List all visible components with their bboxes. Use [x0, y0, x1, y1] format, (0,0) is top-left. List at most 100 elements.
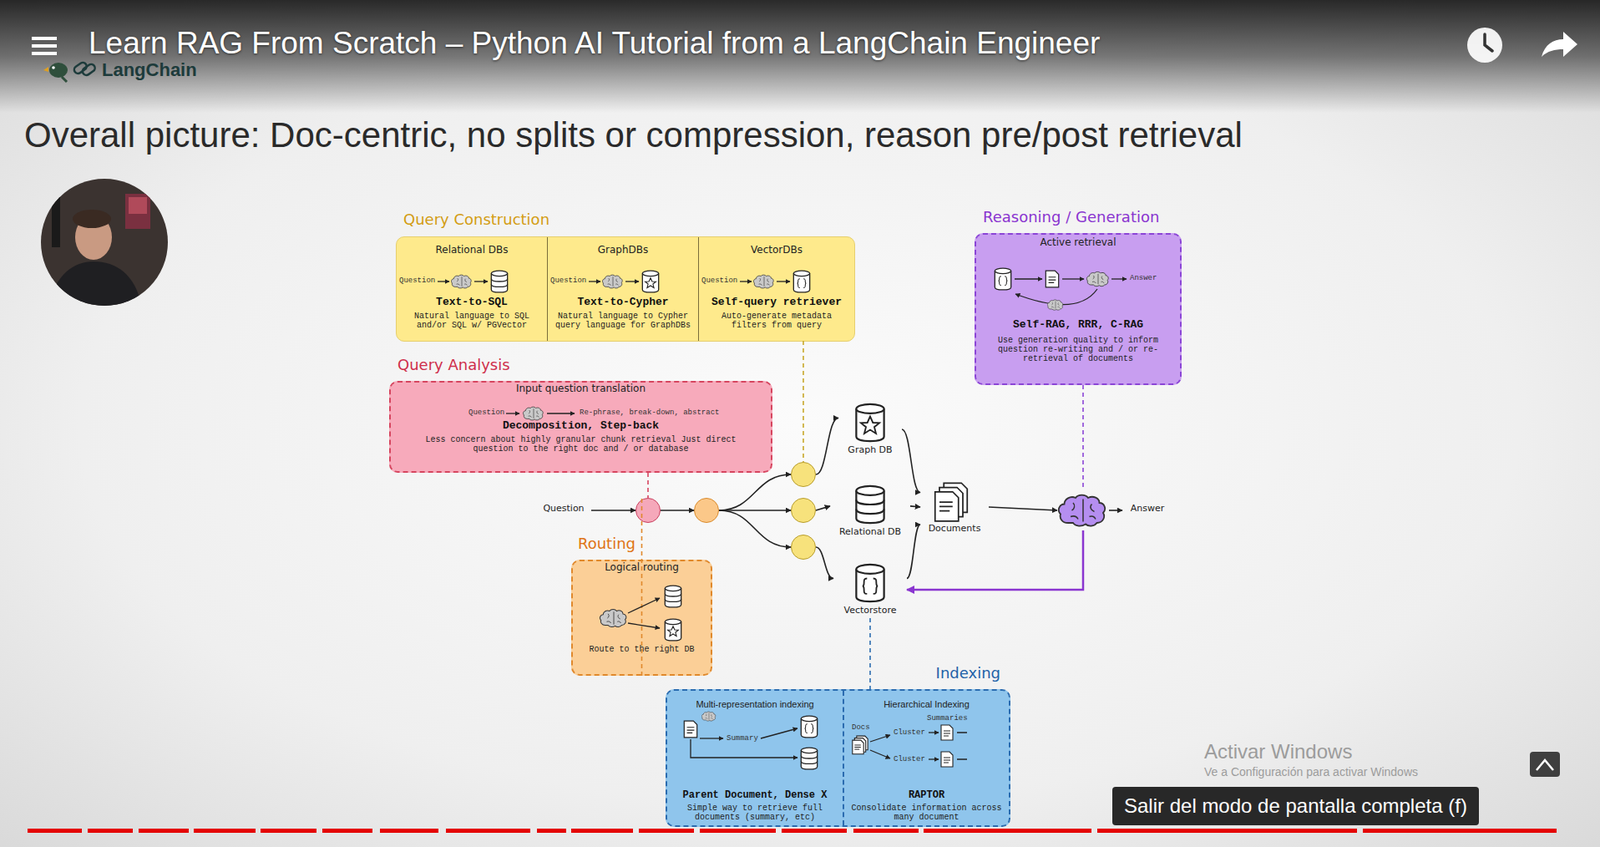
- query-construction-icons: [642, 270, 659, 293]
- share-icon: [1541, 31, 1578, 57]
- section-heading: Active retrieval: [976, 236, 1180, 249]
- query-construction-icons: [437, 280, 450, 282]
- flow-arrow: [1108, 509, 1123, 512]
- routing-icons: [599, 585, 681, 641]
- section-heading: Input question translation: [390, 382, 771, 395]
- menu-icon: [31, 44, 57, 48]
- routing-icons: [664, 585, 681, 608]
- query-analysis-icons: [506, 412, 520, 414]
- method-name: Text-to-SQL: [396, 295, 547, 309]
- flow-label: Answer: [1122, 502, 1173, 515]
- query-construction-icons: [474, 280, 488, 282]
- dashed-link: [802, 340, 805, 462]
- logo-icon: [43, 66, 49, 72]
- fullscreen-icon: [1536, 759, 1554, 770]
- indexing-icons: [941, 751, 953, 767]
- active-retrieval-icons: [1045, 270, 1059, 288]
- progress-bar: [193, 828, 256, 833]
- mini-label: Question: [550, 276, 587, 286]
- store-label: Vectorstore: [833, 604, 907, 617]
- method-note: Natural language to SQL and/or SQL w/ PG…: [396, 311, 547, 330]
- fullscreen-icon: [1529, 751, 1560, 777]
- analysis-circle: [635, 497, 661, 523]
- dashed-link: [647, 472, 649, 498]
- mini-label: Answer: [1129, 273, 1157, 284]
- indexing-icons: [928, 758, 939, 760]
- query-analysis-icons: [523, 406, 544, 421]
- active-retrieval-icons: [994, 268, 1127, 310]
- flow-arrow: [815, 506, 831, 511]
- indexing-icons: [683, 720, 697, 738]
- group-panel: Query AnalysisInput question translation…: [389, 380, 773, 473]
- indexing-icons: [701, 711, 716, 721]
- label-holder: Question: [550, 276, 587, 286]
- section-heading: VectorDBs: [698, 243, 855, 256]
- method-note: Auto-generate metadata filters from quer…: [698, 311, 855, 330]
- routing-icons: [599, 609, 626, 628]
- method-note: Natural language to Cypher query languag…: [547, 311, 699, 330]
- query-construction-icons: [437, 270, 811, 293]
- presenter-avatar: [51, 197, 61, 248]
- mini-label: Docs: [851, 723, 871, 733]
- active-retrieval-icons: [1062, 278, 1084, 279]
- active-retrieval-icons: [1014, 278, 1043, 279]
- presenter-avatar: [40, 178, 168, 309]
- indexing-icons: [699, 737, 724, 739]
- active-retrieval-icons: [994, 268, 1011, 290]
- title-holder: Overall picture: Doc-centric, no splits …: [24, 113, 1243, 157]
- label-holder: Summary: [726, 734, 759, 744]
- query-construction-icons: [588, 280, 601, 282]
- progress-bar: [260, 828, 317, 833]
- logo-icon: [51, 65, 56, 70]
- flow-arrow: [718, 509, 791, 512]
- progress-bar: [27, 828, 1557, 833]
- presenter-avatar: [128, 197, 147, 214]
- progress-bar: [445, 828, 531, 833]
- indexing-icons: [870, 749, 891, 759]
- logo-text: LangChain: [101, 60, 198, 81]
- method-note: Consolidate information across many docu…: [844, 803, 1009, 822]
- label-holder: Question: [468, 408, 505, 418]
- flow-text: Answer: [1122, 502, 1173, 518]
- active-retrieval-icons: [1111, 278, 1127, 279]
- menu-icon: [31, 36, 57, 41]
- indexing-icons: [956, 732, 968, 760]
- progress-bar: [536, 828, 567, 833]
- indexing-icons: [870, 734, 891, 742]
- flow-icons: [935, 482, 968, 522]
- section-box: VectorDBsSelf-query retrieverAuto-genera…: [698, 237, 855, 341]
- routing-icons: [627, 597, 660, 613]
- group-heading: Indexing: [667, 663, 1001, 683]
- flow-icons: [855, 564, 884, 602]
- query-construction-icons: [451, 274, 472, 289]
- method-name: Parent Document, Dense X: [667, 789, 843, 801]
- mini-label: Summaries: [926, 713, 968, 724]
- query-construction-icons: [776, 280, 790, 282]
- flow-text: Question: [536, 502, 592, 518]
- progress-bar: [699, 828, 776, 833]
- menu-icon: [31, 51, 57, 56]
- progress-bar: [781, 828, 847, 833]
- flow-arrow: [988, 506, 1058, 511]
- mini-label: Summary: [726, 734, 759, 744]
- section-heading: Hierarchical Indexing: [844, 698, 1009, 710]
- query-construction-icons: [793, 270, 810, 293]
- store-label: Graph DB: [838, 444, 902, 456]
- label-holder: LangChain: [101, 60, 198, 81]
- query-construction-icons: [602, 274, 623, 289]
- flow-icons: [855, 404, 884, 441]
- flow-icons: [855, 486, 884, 523]
- group-heading: Routing: [577, 534, 711, 553]
- progress-bar: [138, 828, 189, 833]
- mini-label: Cluster: [893, 754, 926, 765]
- presenter-avatar: [125, 193, 151, 229]
- section-heading: GraphDBs: [547, 243, 699, 256]
- routing-icons: [627, 622, 660, 628]
- flow-icons: [855, 404, 1105, 602]
- method-name: Decomposition, Step-back: [390, 419, 771, 432]
- routing-icons: [664, 618, 681, 641]
- logo-icon: [49, 62, 68, 78]
- group-heading: Query Analysis: [397, 355, 771, 375]
- top-shade: [0, 0, 1600, 113]
- video-title: Learn RAG From Scratch – Python AI Tutor…: [88, 25, 1100, 62]
